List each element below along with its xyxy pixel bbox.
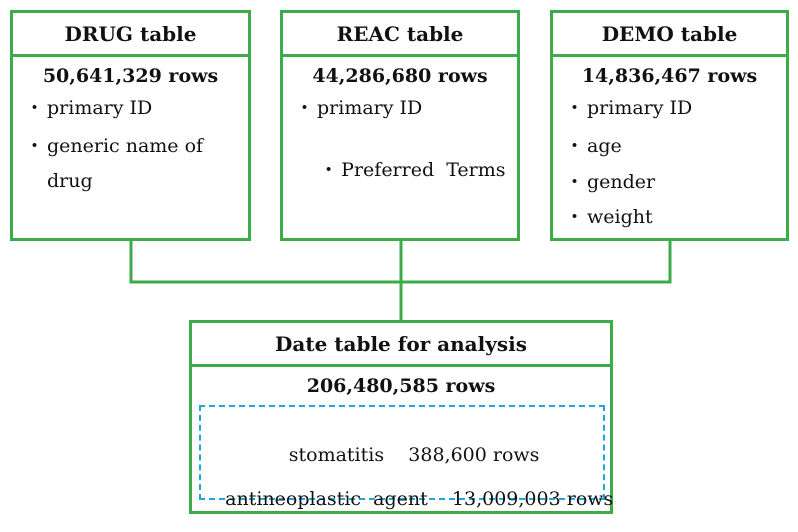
reac-field-item: ・Preferred Terms	[319, 159, 506, 181]
demo-field-item: ・primary ID	[565, 97, 693, 119]
subset-row-antineoplastic: antineoplastic agent 13,009,003 rows	[225, 488, 614, 510]
drug-table-title: DRUG table	[13, 13, 248, 57]
reac-table-title: REAC table	[283, 13, 517, 57]
bullet-icon: ・	[565, 171, 585, 193]
demo-field-item: ・gender	[565, 171, 656, 193]
bullet-icon: ・	[565, 135, 585, 157]
bullet-icon: ・	[25, 135, 45, 157]
bullet-icon: ・	[565, 206, 585, 228]
subset-dashed-box: stomatitis 388,600 rows antineoplastic a…	[199, 405, 613, 510]
bullet-icon: ・	[295, 97, 315, 119]
demo-row-count: 14,836,467 rows	[581, 65, 758, 87]
bullet-icon: ・	[25, 97, 45, 119]
reac-row-count: 44,286,680 rows	[312, 65, 488, 87]
drug-field-item-continued: drug	[47, 170, 93, 192]
demo-field-item: ・age	[565, 135, 622, 157]
drug-field-item: ・generic name of	[25, 135, 204, 157]
analysis-row-count: 206,480,585 rows	[306, 375, 496, 397]
analysis-table-box: Date table for analysis 206,480,585 rows	[189, 320, 613, 514]
reac-field-item: ・primary ID	[295, 97, 423, 119]
demo-table-title: DEMO table	[553, 13, 786, 57]
reac-table-box: REAC table 44,286,680 rows ・primary ID ・…	[280, 10, 520, 241]
drug-field-item: ・primary ID	[25, 97, 153, 119]
bullet-icon: ・	[565, 97, 585, 119]
demo-field-item: ・weight	[565, 206, 653, 228]
drug-table-box: DRUG table 50,641,329 rows ・primary ID ・…	[10, 10, 251, 241]
bullet-icon: ・	[319, 159, 339, 181]
drug-row-count: 50,641,329 rows	[42, 65, 219, 87]
demo-table-box: DEMO table 14,836,467 rows ・primary ID ・…	[550, 10, 789, 241]
subset-row-stomatitis: stomatitis 388,600 rows	[288, 444, 540, 466]
analysis-table-title: Date table for analysis	[192, 323, 610, 367]
